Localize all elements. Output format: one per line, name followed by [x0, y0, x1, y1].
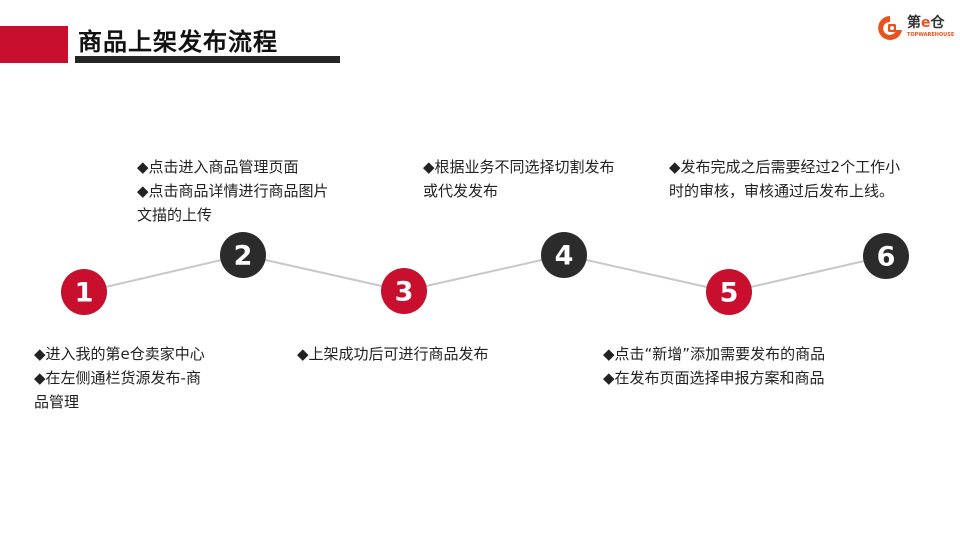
step-3-number: 3	[395, 277, 414, 308]
step-6-circle	[863, 233, 909, 279]
step-3-line-1: ◆上架成功后可进行商品发布	[297, 345, 489, 363]
page-title: 商品上架发布流程	[78, 28, 278, 56]
title-underline	[75, 56, 340, 63]
step-5-line-1: ◆点击“新增”添加需要发布的商品	[603, 345, 826, 363]
step-1-description: ◆进入我的第e仓卖家中心 ◆在左侧通栏货源发布-商 品管理	[34, 342, 205, 414]
step-5-line-2: ◆在发布页面选择申报方案和商品	[603, 369, 825, 387]
step-1-line-2: ◆在左侧通栏货源发布-商	[34, 369, 201, 387]
title-accent-bar	[0, 26, 68, 63]
step-6-number: 6	[877, 242, 896, 273]
step-4-description: ◆根据业务不同选择切割发布 或代发发布	[423, 155, 615, 203]
connector-4-5	[563, 254, 730, 293]
connector-5-6	[728, 255, 887, 293]
connector-2-3	[242, 254, 405, 292]
step-1-line-1: ◆进入我的第e仓卖家中心	[34, 345, 205, 363]
step-4-line-2: 或代发发布	[423, 182, 499, 200]
logo-subtitle: TOPWAREHOUSE	[907, 32, 955, 38]
step-2-line-1: ◆点击进入商品管理页面	[137, 158, 299, 176]
step-2-circle	[220, 232, 266, 278]
step-6-line-2: 时的审核，审核通过后发布上线。	[669, 182, 895, 200]
step-2-line-3: 文描的上传	[137, 206, 213, 224]
step-6-line-1: ◆发布完成之后需要经过2个工作小	[669, 158, 901, 176]
step-5-circle	[706, 269, 752, 315]
step-1-circle	[61, 269, 107, 315]
step-1-number: 1	[75, 278, 94, 309]
brand-logo: 第e仓 TOPWAREHOUSE	[876, 12, 954, 46]
step-5-number: 5	[720, 278, 739, 309]
step-4-circle	[541, 232, 587, 278]
step-4-line-1: ◆根据业务不同选择切割发布	[423, 158, 615, 176]
step-1-node: 1	[61, 269, 107, 315]
step-5-description: ◆点击“新增”添加需要发布的商品 ◆在发布页面选择申报方案和商品	[603, 342, 825, 390]
step-4-number: 4	[555, 241, 574, 272]
step-1-line-3: 品管理	[34, 393, 80, 411]
step-5-node: 5	[706, 269, 752, 315]
connector-1-2	[83, 254, 244, 293]
step-2-line-2: ◆点击商品详情进行商品图片	[137, 182, 329, 200]
step-3-description: ◆上架成功后可进行商品发布	[297, 342, 489, 366]
step-2-number: 2	[234, 241, 253, 272]
step-3-node: 3	[381, 268, 427, 314]
step-6-description: ◆发布完成之后需要经过2个工作小 时的审核，审核通过后发布上线。	[669, 155, 900, 203]
logo-e-icon	[878, 16, 902, 40]
step-6-node: 6	[863, 233, 909, 279]
step-3-circle	[381, 268, 427, 314]
step-2-node: 2	[220, 232, 266, 278]
logo-name: 第e仓	[907, 15, 945, 31]
step-4-node: 4	[541, 232, 587, 278]
connector-3-4	[403, 254, 565, 292]
step-2-description: ◆点击进入商品管理页面 ◆点击商品详情进行商品图片 文描的上传	[137, 155, 329, 227]
